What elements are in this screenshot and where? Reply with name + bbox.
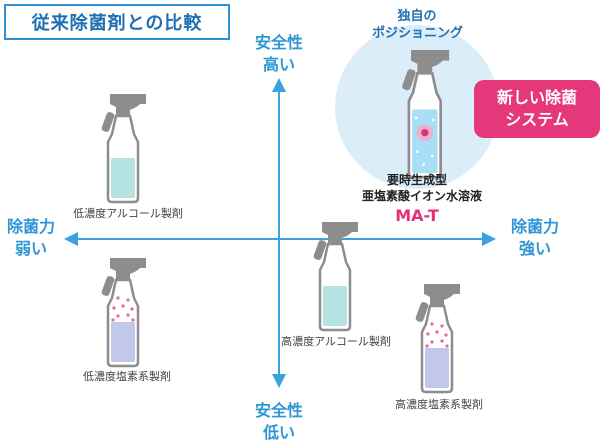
new-system-badge: 新しい除菌 システム — [474, 80, 600, 138]
positioning-caption: 独自の ポジショニング — [372, 8, 464, 42]
positioning-caption-text: 独自の — [397, 9, 437, 24]
new-system-badge-text: システム — [505, 110, 569, 129]
efficacy-axis — [64, 232, 496, 246]
mat-description: 要時生成型 亜塩素酸イオン水溶液 — [362, 172, 483, 204]
axis-label-text: 除菌力 — [6, 217, 55, 236]
arrow-up-icon — [272, 78, 286, 92]
axis-label-text: 弱い — [14, 239, 47, 258]
mat-description-text: 亜塩素酸イオン水溶液 — [362, 189, 483, 203]
product-label-low-chlorine: 低濃度塩素系製剤 — [83, 370, 171, 383]
axis-label-efficacy-strong: 除菌力 強い — [500, 216, 570, 260]
low-alcohol-bottle-icon — [101, 94, 146, 204]
product-label-high-chlorine: 高濃度塩素系製剤 — [395, 398, 483, 411]
safety-axis — [272, 78, 286, 388]
product-label-low-alcohol: 低濃度アルコール製剤 — [73, 207, 183, 220]
arrow-down-icon — [272, 374, 286, 388]
high-chlorine-bottle-icon — [415, 284, 460, 394]
axis-label-text: 除菌力 — [510, 217, 559, 236]
arrow-right-icon — [482, 232, 496, 246]
high-alcohol-bottle-icon — [313, 222, 358, 332]
diagram-title: 従来除菌剤との比較 — [4, 4, 230, 40]
axis-label-text: 安全性 — [254, 401, 303, 420]
axis-label-safety-high: 安全性 高い — [244, 32, 314, 76]
axis-label-text: 高い — [262, 55, 295, 74]
axis-label-text: 安全性 — [254, 33, 303, 52]
mat-description-text: 要時生成型 — [386, 173, 447, 187]
positioning-caption-text: ポジショニング — [372, 26, 464, 41]
low-chlorine-bottle-icon — [101, 258, 146, 368]
mat-bottle-icon — [402, 50, 450, 179]
axis-label-efficacy-weak: 除菌力 弱い — [0, 216, 62, 260]
arrow-left-icon — [64, 232, 78, 246]
axis-label-safety-low: 安全性 低い — [244, 400, 314, 444]
axis-label-text: 強い — [518, 239, 551, 258]
mat-product-name: MA-T — [395, 206, 439, 225]
axis-label-text: 低い — [262, 423, 295, 442]
new-system-badge-text: 新しい除菌 — [496, 88, 577, 107]
product-label-high-alcohol: 高濃度アルコール製剤 — [281, 335, 391, 348]
